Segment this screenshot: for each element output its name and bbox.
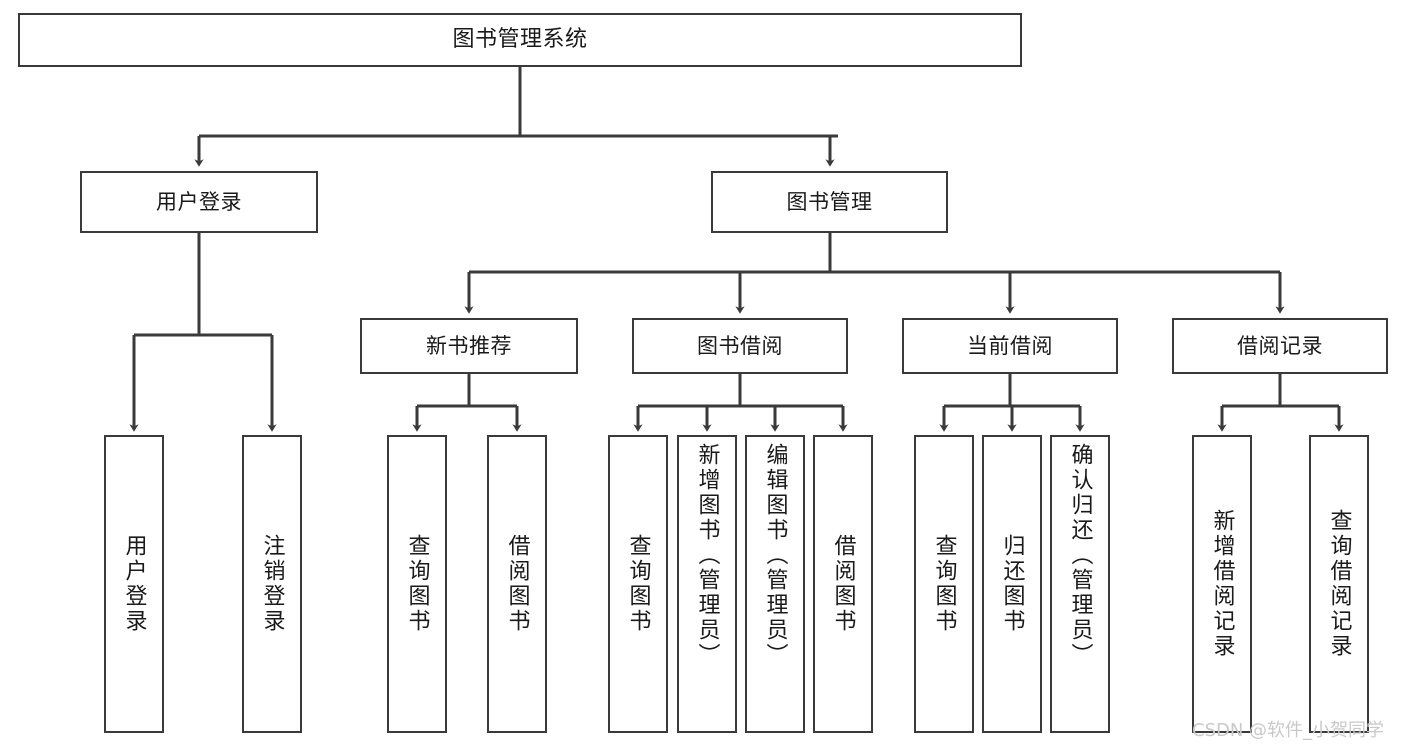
- node-user-login[interactable]: 用户登录: [80, 171, 318, 233]
- node-new-book-recommend[interactable]: 新书推荐: [360, 318, 578, 374]
- node-leaf-add-borrow-record[interactable]: 新增借阅记录: [1192, 435, 1252, 733]
- node-leaf-return-book[interactable]: 归还图书: [982, 435, 1042, 733]
- node-label: 查询图书: [625, 534, 651, 634]
- node-leaf-user-login[interactable]: 用户登录: [104, 435, 164, 733]
- node-leaf-edit-book-admin[interactable]: 编辑图书（管理员）: [745, 435, 805, 733]
- node-label: 归还图书: [999, 534, 1025, 634]
- node-label: 借阅图书: [504, 534, 530, 634]
- node-label: 查询图书: [404, 534, 430, 634]
- node-book-manage[interactable]: 图书管理: [711, 171, 948, 233]
- node-label: 用户登录: [156, 189, 242, 214]
- node-book-borrow[interactable]: 图书借阅: [632, 318, 848, 374]
- node-leaf-confirm-return-admin[interactable]: 确认归还（管理员）: [1050, 435, 1110, 733]
- node-leaf-query-book-current[interactable]: 查询图书: [914, 435, 974, 733]
- node-borrow-record[interactable]: 借阅记录: [1172, 318, 1388, 374]
- node-label: 图书管理系统: [452, 27, 588, 53]
- node-label: 用户登录: [121, 534, 147, 634]
- node-label: 查询借阅记录: [1326, 509, 1352, 659]
- node-label: 新增图书（管理员）: [694, 443, 720, 668]
- node-label: 借阅记录: [1237, 333, 1323, 358]
- node-label: 当前借阅: [967, 333, 1053, 358]
- node-leaf-borrow-book[interactable]: 借阅图书: [813, 435, 873, 733]
- node-label: 图书管理: [786, 189, 873, 214]
- node-leaf-query-book-borrow[interactable]: 查询图书: [608, 435, 668, 733]
- node-leaf-query-book-recommend[interactable]: 查询图书: [387, 435, 447, 733]
- node-label: 注销登录: [259, 534, 285, 634]
- node-label: 新增借阅记录: [1209, 509, 1235, 659]
- node-label: 新书推荐: [426, 333, 512, 358]
- node-label: 借阅图书: [830, 534, 856, 634]
- node-current-borrow[interactable]: 当前借阅: [902, 318, 1118, 374]
- node-label: 编辑图书（管理员）: [762, 443, 788, 668]
- node-label: 确认归还（管理员）: [1067, 443, 1093, 668]
- csdn-watermark: CSDN @软件_小贺同学: [1192, 720, 1385, 741]
- node-label: 查询图书: [931, 534, 957, 634]
- node-root-book-management-system[interactable]: 图书管理系统: [18, 13, 1022, 67]
- node-leaf-query-borrow-record[interactable]: 查询借阅记录: [1309, 435, 1369, 733]
- node-leaf-add-book-admin[interactable]: 新增图书（管理员）: [677, 435, 737, 733]
- node-leaf-borrow-book-recommend[interactable]: 借阅图书: [487, 435, 547, 733]
- node-leaf-logout[interactable]: 注销登录: [242, 435, 302, 733]
- node-label: 图书借阅: [697, 333, 783, 358]
